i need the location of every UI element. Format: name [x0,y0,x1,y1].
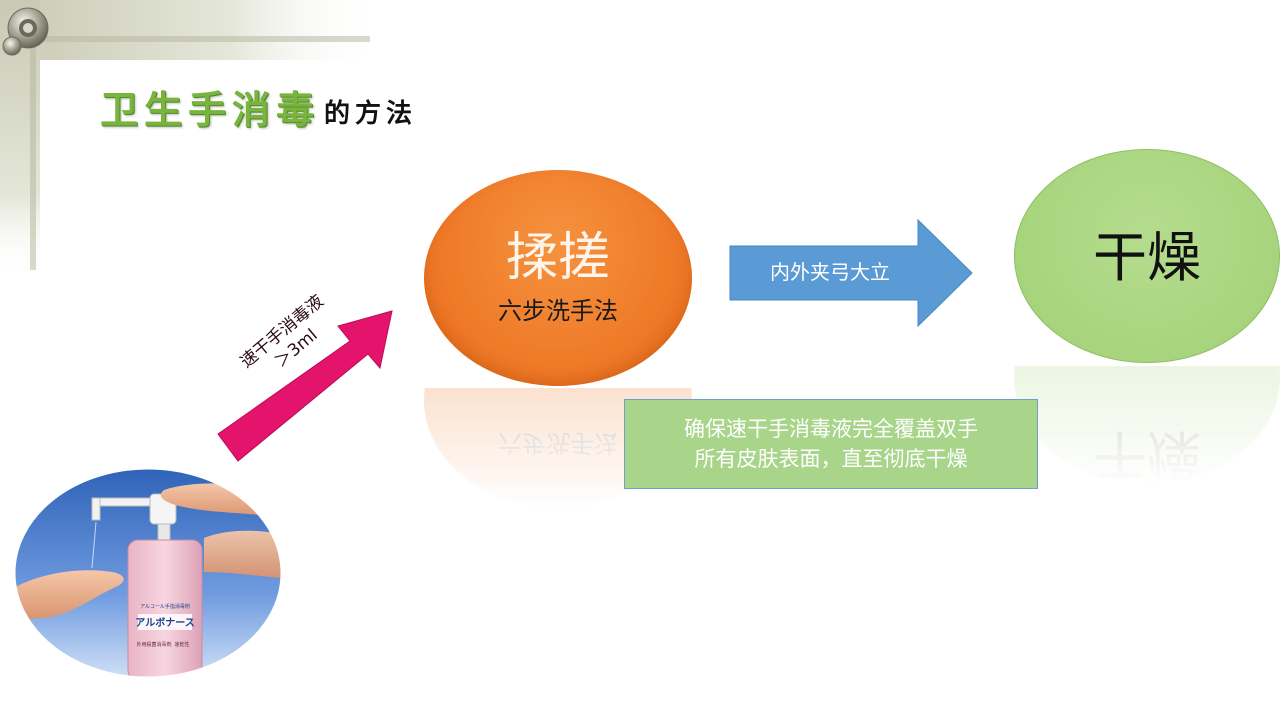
coverage-note-line1: 确保速干手消毒液完全覆盖双手 [684,417,978,441]
blue-right-arrow [729,218,973,328]
bottle-top-label-text: アルコール手指消毒剤 [140,603,190,610]
rub-step-title: 揉搓 [505,228,610,288]
rub-step-subtitle: 六步洗手法 [498,297,618,325]
slide-title: 卫生手消毒 的方法 [100,84,417,134]
coverage-note-line2: 所有皮肤表面，直至彻底干燥 [694,447,968,471]
bottle-label-text: アルボナース [135,616,194,629]
bottle-small-label-1: 外用殺菌消毒剤 [136,641,171,648]
coverage-note-box: 确保速干手消毒液完全覆盖双手 所有皮肤表面，直至彻底干燥 [624,399,1038,489]
rub-step-ellipse [424,170,692,386]
bottle-small-label-2: 速乾性 [174,641,189,648]
decorative-frame-corner [0,0,380,280]
blue-arrow-shape [729,218,973,328]
dry-step-reflection-text: 干燥 [1093,423,1201,486]
diagonal-pink-arrow [217,310,393,462]
dry-step-title: 干燥 [1093,226,1201,289]
sanitizer-photo-illustration: アルボナース アルコール手指消毒剤 外用殺菌消毒剤 速乾性 [14,468,282,678]
dry-step-reflection: 干燥 [1014,366,1280,486]
title-main-text: 卫生手消毒 [100,88,321,132]
title-sub-text: 的方法 [324,99,418,129]
diagonal-arrow-shape [217,310,393,462]
blue-arrow-label: 内外夹弓大立 [770,260,890,284]
rub-step-node: 揉搓 六步洗手法 [424,170,692,386]
